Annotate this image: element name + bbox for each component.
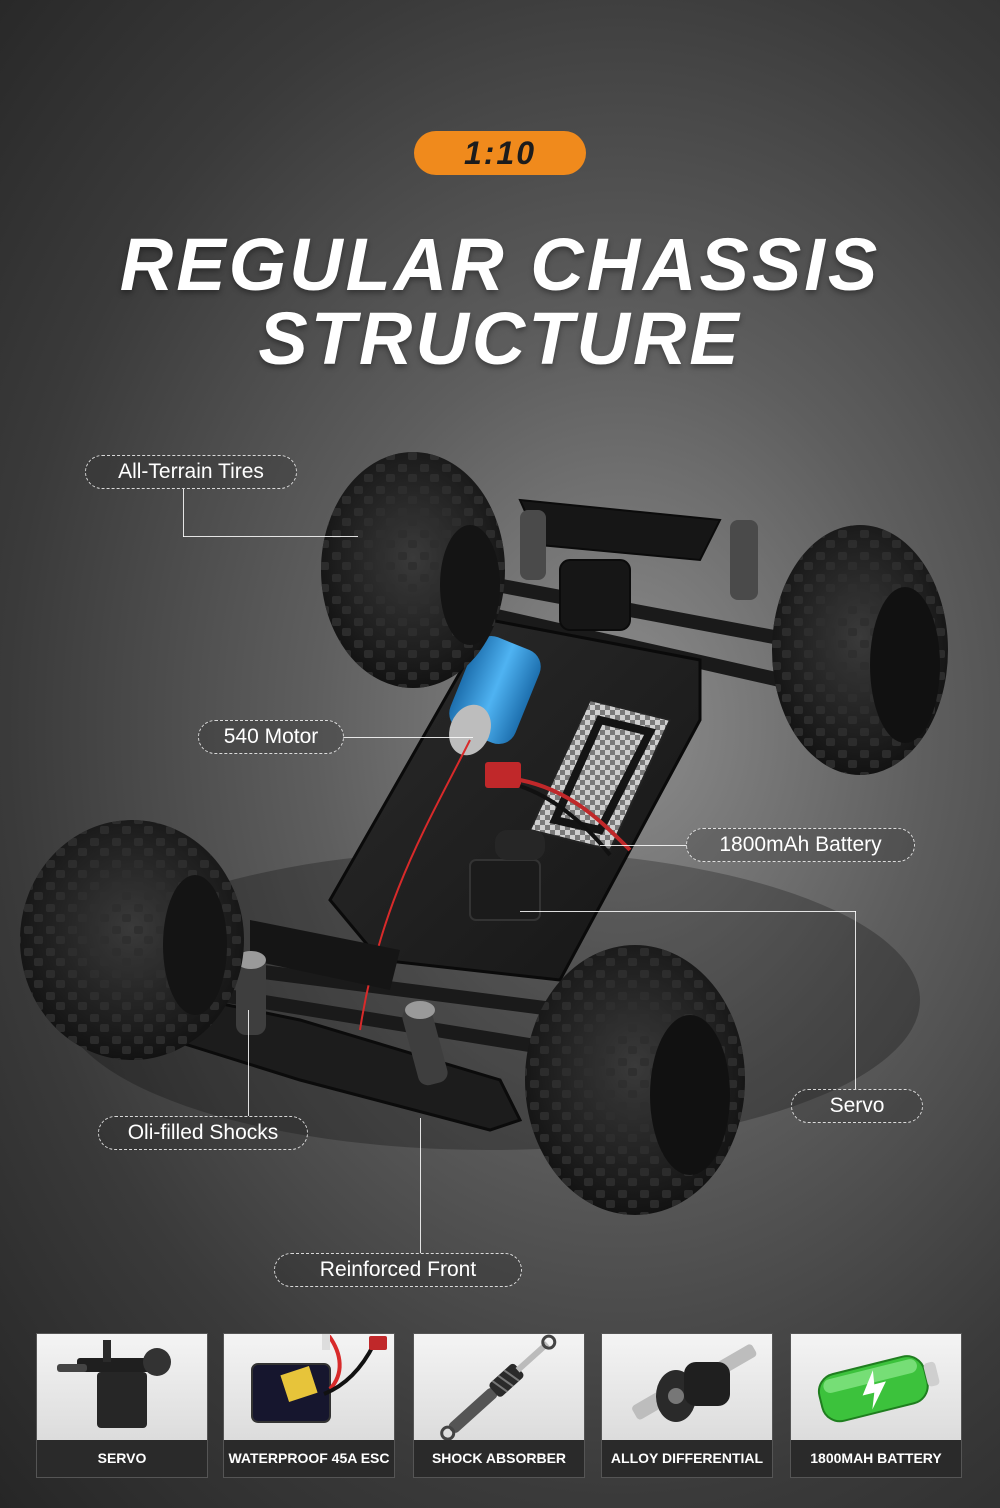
servo-unit xyxy=(469,830,545,921)
rear-shock-tower xyxy=(518,498,722,631)
tires-leader-h xyxy=(183,536,358,537)
callout-1800mah-battery: 1800mAh Battery xyxy=(686,828,915,862)
battery-leader xyxy=(600,845,687,846)
part-caption-servo: SERVO xyxy=(97,1450,147,1466)
part-tile-differential: ALLOY DIFFERENTIAL xyxy=(601,1333,773,1478)
front-shocks xyxy=(236,951,448,1086)
esc-icon xyxy=(251,1334,387,1423)
part-caption-battery: 1800MAH BATTERY xyxy=(810,1450,942,1466)
tire-front-right xyxy=(525,945,745,1215)
callout-all-terrain-tires: All-Terrain Tires xyxy=(85,455,297,489)
tires-leader-v xyxy=(183,489,184,537)
callout-reinforced-front: Reinforced Front xyxy=(274,1253,522,1287)
tire-rear-left xyxy=(321,452,505,688)
callout-servo: Servo xyxy=(791,1089,923,1123)
page-title-line-2: STRUCTURE xyxy=(258,297,742,380)
callout-540-motor: 540 Motor xyxy=(198,720,344,754)
servo-icon xyxy=(57,1340,171,1428)
rc-chassis-illustration xyxy=(20,452,948,1215)
part-tile-shock-absorber: SHOCK ABSORBER xyxy=(413,1333,585,1478)
part-caption-esc: WATERPROOF 45A ESC xyxy=(228,1450,390,1466)
callout-oil-filled-shocks: Oli-filled Shocks xyxy=(98,1116,308,1150)
rear-shocks xyxy=(520,510,758,600)
part-caption-shock-absorber: SHOCK ABSORBER xyxy=(431,1450,567,1466)
part-tile-battery: 1800MAH BATTERY xyxy=(790,1333,962,1478)
part-caption-differential: ALLOY DIFFERENTIAL xyxy=(610,1450,764,1466)
motor-icon xyxy=(449,635,541,756)
part-tile-servo: SERVO xyxy=(36,1333,208,1478)
differential-icon xyxy=(632,1344,757,1422)
part-tile-esc: WATERPROOF 45A ESC xyxy=(223,1333,395,1478)
motor-leader xyxy=(343,737,473,738)
page-title-line-1: REGULAR CHASSIS xyxy=(119,223,881,306)
scale-badge: 1:10 xyxy=(414,131,586,175)
battery-icon xyxy=(817,1355,940,1423)
front-leader-v xyxy=(420,1118,421,1253)
shock-absorber-icon xyxy=(440,1334,557,1441)
shocks-leader-v xyxy=(248,1010,249,1116)
tire-rear-right xyxy=(772,525,948,775)
servo-leader-v xyxy=(855,911,856,1089)
servo-leader-h xyxy=(520,911,856,912)
tire-front-left xyxy=(20,820,244,1060)
